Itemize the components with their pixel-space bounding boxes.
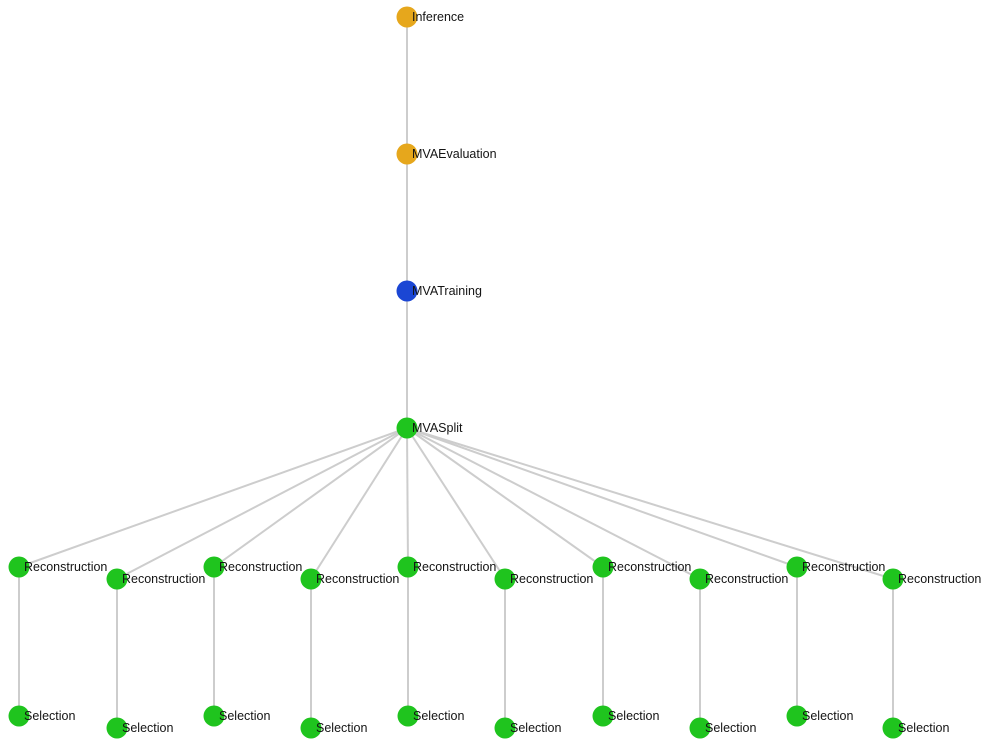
node-selection-5 (397, 705, 419, 727)
node-mva-split (396, 417, 418, 439)
edge-mva-split-to-reconstruction-5 (406, 427, 409, 568)
node-label-selection-3: Selection (219, 709, 270, 723)
node-reconstruction-8 (689, 568, 711, 590)
node-reconstruction-5 (397, 556, 419, 578)
node-reconstruction-9 (786, 556, 808, 578)
node-reconstruction-3 (203, 556, 225, 578)
node-label-reconstruction-4: Reconstruction (316, 572, 399, 586)
edge-mva-split-to-reconstruction-4 (310, 427, 408, 580)
node-selection-6 (494, 717, 516, 739)
node-label-selection-10: Selection (898, 721, 949, 735)
node-mva-evaluation (396, 143, 418, 165)
edges-layer (18, 17, 894, 728)
node-selection-4 (300, 717, 322, 739)
node-selection-8 (689, 717, 711, 739)
node-selection-9 (786, 705, 808, 727)
node-selection-1 (8, 705, 30, 727)
node-label-selection-6: Selection (510, 721, 561, 735)
node-inference (396, 6, 418, 28)
node-selection-7 (592, 705, 614, 727)
node-label-reconstruction-1: Reconstruction (24, 560, 107, 574)
node-label-inference: Inference (412, 10, 464, 24)
node-reconstruction-10 (882, 568, 904, 590)
node-label-selection-5: Selection (413, 709, 464, 723)
edge-mva-split-to-reconstruction-2 (116, 427, 408, 580)
node-label-reconstruction-8: Reconstruction (705, 572, 788, 586)
node-selection-3 (203, 705, 225, 727)
node-label-reconstruction-2: Reconstruction (122, 572, 205, 586)
node-reconstruction-7 (592, 556, 614, 578)
labels-layer: InferenceMVAEvaluationMVATrainingMVASpli… (24, 10, 981, 735)
node-label-selection-1: Selection (24, 709, 75, 723)
edge-mva-split-to-reconstruction-1 (18, 427, 408, 568)
node-selection-2 (106, 717, 128, 739)
node-label-reconstruction-9: Reconstruction (802, 560, 885, 574)
node-reconstruction-6 (494, 568, 516, 590)
node-label-mva-split: MVASplit (412, 421, 463, 435)
edge-mva-split-to-reconstruction-9 (406, 427, 798, 568)
node-selection-10 (882, 717, 904, 739)
node-label-reconstruction-10: Reconstruction (898, 572, 981, 586)
edge-mva-split-to-reconstruction-3 (213, 427, 408, 568)
node-reconstruction-2 (106, 568, 128, 590)
node-reconstruction-1 (8, 556, 30, 578)
node-label-reconstruction-3: Reconstruction (219, 560, 302, 574)
node-mva-training (396, 280, 418, 302)
edge-mva-split-to-reconstruction-10 (406, 427, 894, 580)
node-label-reconstruction-7: Reconstruction (608, 560, 691, 574)
node-label-selection-9: Selection (802, 709, 853, 723)
node-label-selection-2: Selection (122, 721, 173, 735)
edge-mva-split-to-reconstruction-6 (406, 427, 506, 580)
node-label-selection-8: Selection (705, 721, 756, 735)
edge-mva-split-to-reconstruction-8 (406, 427, 701, 580)
node-reconstruction-4 (300, 568, 322, 590)
edge-mva-split-to-reconstruction-7 (406, 427, 604, 568)
nodes-layer (8, 6, 904, 739)
node-label-reconstruction-5: Reconstruction (413, 560, 496, 574)
node-label-selection-7: Selection (608, 709, 659, 723)
node-label-mva-evaluation: MVAEvaluation (412, 147, 497, 161)
node-label-reconstruction-6: Reconstruction (510, 572, 593, 586)
node-label-selection-4: Selection (316, 721, 367, 735)
node-label-mva-training: MVATraining (412, 284, 482, 298)
